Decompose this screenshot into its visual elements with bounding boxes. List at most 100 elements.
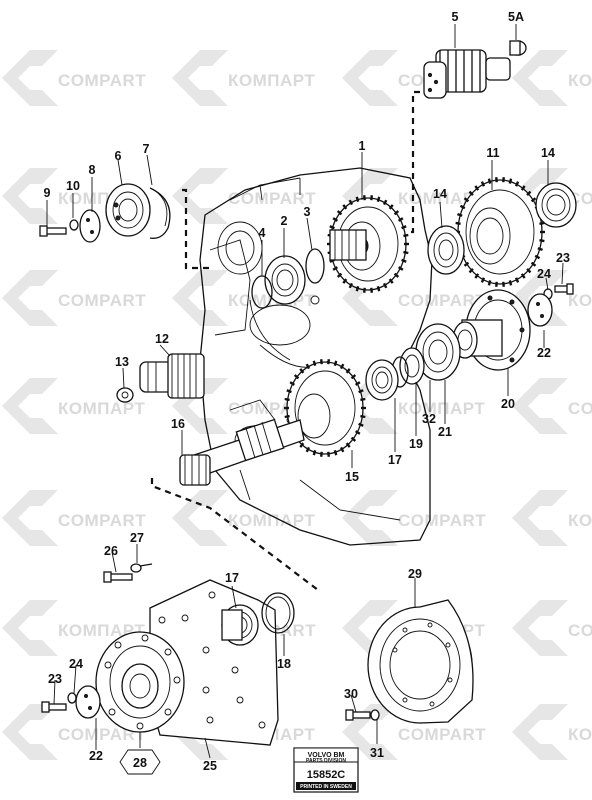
callout-23: 23 [556,251,570,265]
watermark-logo [512,50,568,106]
watermark-text: COMPART [58,511,146,530]
gear-tooth [305,363,311,370]
part-17-bearing-upper [365,359,399,401]
gear-tooth [376,285,381,292]
gear-tooth [468,190,474,197]
part-8-cover [79,209,101,243]
gear-tooth [293,374,300,380]
part-5a-plug [509,40,527,56]
part-27-screw [130,563,153,573]
gear-tooth [312,449,317,456]
part-14-bearing-mid [427,225,465,275]
gear-tooth [339,446,345,453]
watermark-logo [342,50,398,106]
gear-tooth [508,280,513,286]
callout-32: 32 [422,412,436,426]
part-2-bearing [264,255,306,305]
gear-tooth [350,436,357,442]
watermark-text: COMPART [58,725,146,744]
leader-lines [46,24,564,759]
watermark-logo [2,378,58,434]
gear-tooth [342,204,348,210]
gear-tooth [284,414,290,419]
watermark-logo [2,270,58,326]
callout-14-mid: 14 [433,187,447,201]
gear-tooth [284,397,290,402]
part-26-bolt [103,571,133,583]
callout-7: 7 [143,142,150,156]
callout-24: 24 [537,267,551,281]
gear-tooth [358,422,364,427]
watermark-logo [342,490,398,546]
gear-tooth [358,389,364,394]
stamp-brand: VOLVO BM [308,752,345,759]
part-23-bolt-lower [41,701,67,713]
part-21-bearing-cone [415,323,461,381]
gear-tooth [401,258,407,263]
gear-tooth [336,210,343,216]
callout-28-hex [119,749,161,775]
gear-tooth [332,266,339,271]
callout-29: 29 [408,567,422,581]
part-11-gear [455,177,545,287]
volvo-parts-stamp: VOLVO BM PARTS DIVISION 15852C PRINTED I… [293,747,359,793]
part-22-cap-lower [75,685,101,719]
stamp-code: 15852C [307,769,346,781]
watermark-text: COMPART [58,291,146,310]
dashed-line-bottom [150,478,319,591]
watermark-logo [2,168,58,224]
callout-5a: 5A [508,10,524,24]
gear-tooth [350,374,357,380]
gear-tooth [403,250,409,255]
watermark-logo [512,378,568,434]
gear-tooth [289,381,296,386]
gear-tooth [382,199,388,206]
gear-tooth [539,239,545,243]
gear-tooth [480,277,486,283]
gear-tooth [514,277,520,283]
callout-22: 22 [537,346,551,360]
watermark-text: КОМПАРТ [398,399,485,418]
callout-23-lower: 23 [48,672,62,686]
part-30-bolt [345,709,371,721]
gear-tooth [487,178,492,184]
callout-4: 4 [259,226,266,240]
gear-tooth [474,273,480,279]
watermark-logo [2,490,58,546]
callout-25: 25 [203,759,217,773]
callout-20: 20 [501,397,515,411]
watermark-text: COMPART [398,725,486,744]
callout-22-lower: 22 [89,749,103,763]
callout-17-lower: 17 [225,571,239,585]
watermark-logo [2,50,58,106]
part-17-bearing-lower [221,604,259,646]
gear-tooth [480,181,486,187]
gear-tooth [333,449,338,456]
part-14-bearing-right [535,182,577,228]
gear-tooth [354,381,361,386]
part-20-flange [452,289,531,371]
watermark-text: КОМПАРТ [568,725,592,744]
watermark-logo [2,704,58,760]
callout-11: 11 [486,146,499,160]
gear-tooth [355,196,360,203]
part-9-bolt [39,225,67,237]
gear-tooth [393,272,400,278]
dashed-line-5 [408,90,420,234]
callout-12: 12 [155,332,169,346]
gear-tooth [537,247,543,251]
gear-tooth [382,282,388,289]
watermark-text: КОМПАРТ [228,511,315,530]
dashed-line-left [182,188,214,270]
part-31-washer [370,709,380,721]
callout-31: 31 [370,746,384,760]
gear-tooth [388,204,394,210]
callout-10: 10 [66,179,80,193]
gear-tooth [530,261,537,267]
callout-19: 19 [409,437,423,451]
callout-6: 6 [115,149,122,163]
gear-tooth [355,285,360,292]
gear-tooth [333,360,338,367]
watermark-text: COMPART [568,621,592,640]
gear-tooth [339,363,345,370]
